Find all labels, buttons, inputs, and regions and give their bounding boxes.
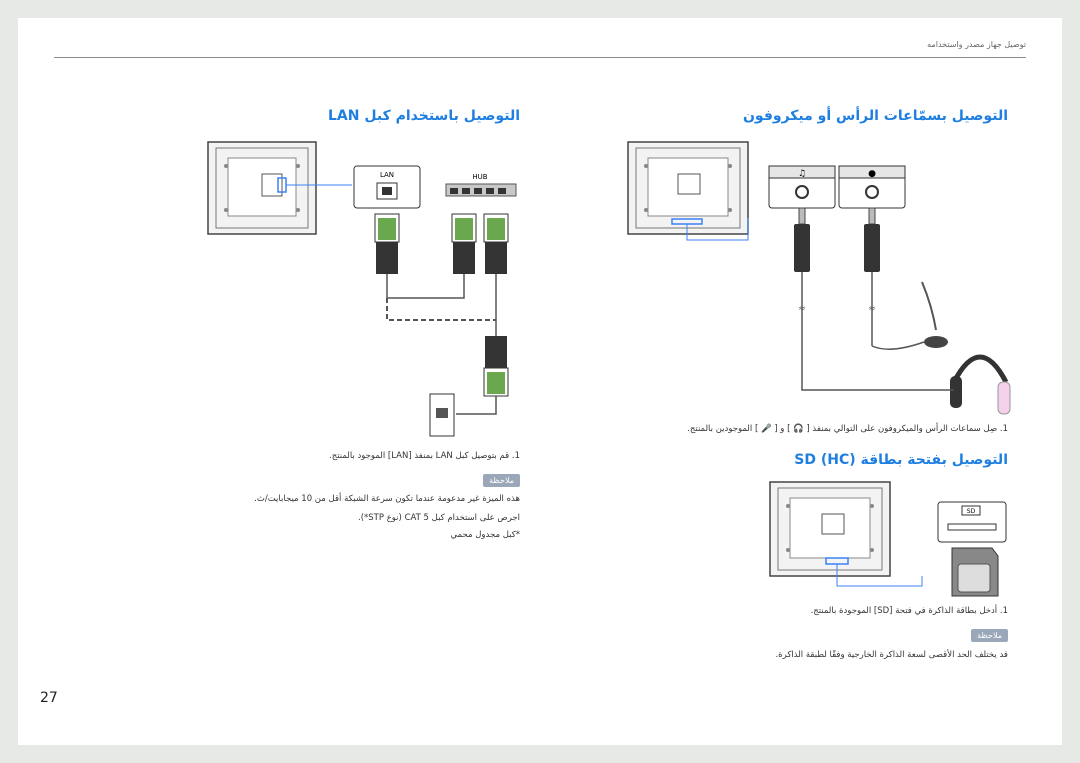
sd-step-1: 1. أدخل بطاقة الذاكرة في فتحة [SD] الموج… bbox=[810, 606, 1008, 616]
rj45-connector bbox=[374, 213, 400, 294]
rj45-connector bbox=[483, 336, 509, 397]
svg-text:♫: ♫ bbox=[798, 169, 806, 179]
sd-card-image bbox=[951, 547, 999, 597]
rj45-connector bbox=[483, 213, 509, 336]
display-back-image bbox=[769, 481, 891, 577]
lan-section-title: التوصيل باستخدام كبل LAN bbox=[328, 108, 520, 124]
headphones-image bbox=[801, 354, 1011, 415]
audio-section-title: التوصيل بسمّاعات الرأس أو ميكروفون bbox=[742, 108, 1008, 124]
lan-port-box: LAN bbox=[353, 165, 421, 209]
sd-port-label: SD bbox=[967, 508, 976, 515]
svg-text:≈: ≈ bbox=[798, 304, 806, 314]
sd-port-box: SD bbox=[937, 501, 1007, 543]
svg-text:●: ● bbox=[868, 169, 876, 179]
svg-text:≈: ≈ bbox=[868, 304, 876, 314]
lan-step-1: 1. قم بتوصيل كبل LAN بمنفذ [LAN] الموجود… bbox=[329, 451, 520, 461]
headphone-jack: ≈ bbox=[794, 207, 810, 386]
sd-note-badge: ملاحظة bbox=[971, 629, 1008, 642]
lan-note-badge: ملاحظة bbox=[483, 474, 520, 487]
lan-connection-diagram: LAN HUB bbox=[207, 141, 517, 437]
microphone-jack: ≈ bbox=[864, 207, 880, 346]
lan-note-bullet-2: اجرص على استخدام كبل CAT 5 (نوع STP*). bbox=[358, 513, 520, 523]
sd-note-text: قد يختلف الحد الأقصى لسعة الذاكرة الخارج… bbox=[775, 650, 1008, 660]
audio-step-1: 1. صِل سماعات الرأس والميكروفون على التو… bbox=[687, 424, 1008, 434]
manual-page bbox=[18, 18, 1062, 745]
lan-port-label: LAN bbox=[380, 171, 394, 179]
breadcrumb: توصيل جهاز مصدر واستخدامه bbox=[927, 40, 1026, 49]
audio-connection-diagram: ♫ ● ≈ ≈ bbox=[627, 141, 1011, 415]
sd-section-title: التوصيل بفتحة بطاقة SD (HC) bbox=[794, 452, 1008, 468]
wall-jack-image bbox=[429, 393, 455, 437]
headphone-port-box: ♫ bbox=[768, 165, 836, 209]
display-back-image bbox=[207, 141, 317, 235]
page-number: 27 bbox=[40, 690, 58, 706]
lan-note-footnote: *كبل مجدول محمي bbox=[450, 530, 520, 540]
lan-note-bullet-1: هذه الميزة غير مدعومة عندما تكون سرعة ال… bbox=[254, 494, 520, 504]
display-back-image bbox=[627, 141, 749, 235]
rj45-connector bbox=[451, 213, 477, 294]
microphone-port-box: ● bbox=[838, 165, 906, 209]
sd-connection-diagram: SD bbox=[769, 481, 1007, 597]
microphone-image bbox=[871, 281, 948, 350]
hub-image: HUB bbox=[445, 173, 517, 197]
header-divider bbox=[54, 57, 1026, 58]
hub-label: HUB bbox=[472, 173, 487, 181]
